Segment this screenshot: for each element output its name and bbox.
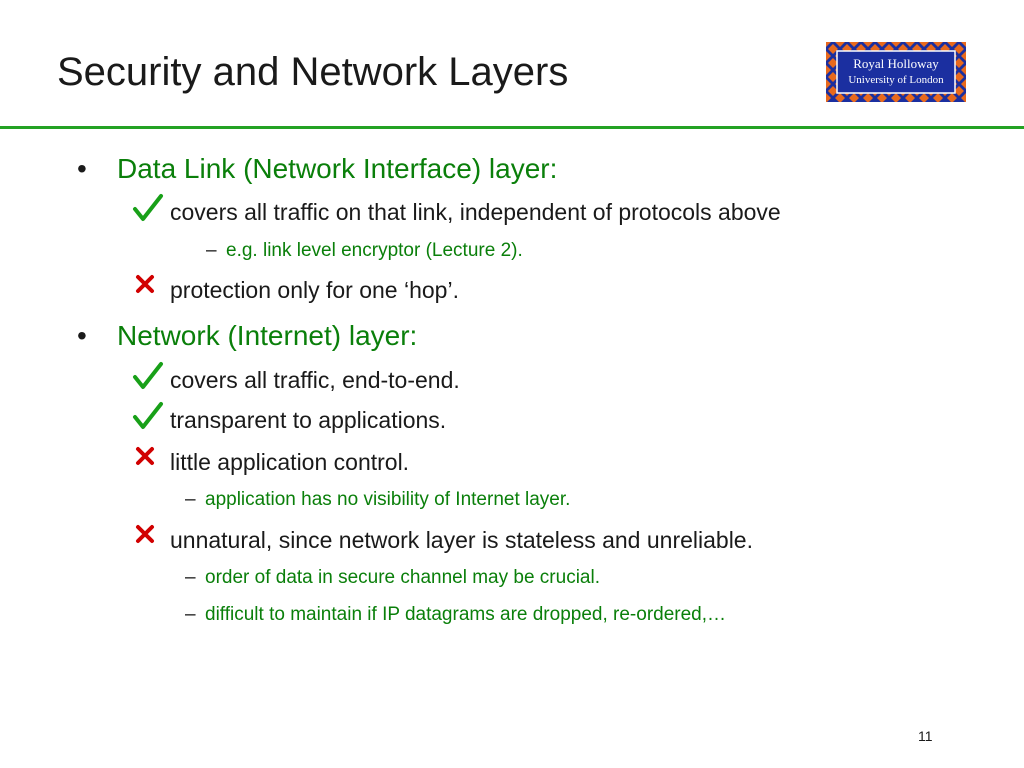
point-little-app-control: little application control. bbox=[136, 447, 409, 476]
subpoint-no-visibility: – application has no visibility of Inter… bbox=[185, 489, 571, 510]
point-unnatural-stateless: unnatural, since network layer is statel… bbox=[136, 525, 753, 554]
point-covers-link-traffic: covers all traffic on that link, indepen… bbox=[133, 194, 781, 226]
logo-line1: Royal Holloway bbox=[853, 56, 939, 71]
cross-icon bbox=[136, 525, 154, 543]
dash-icon: – bbox=[185, 567, 196, 588]
section-heading-network: • Network (Internet) layer: bbox=[77, 320, 418, 351]
subpoint-order-crucial: – order of data in secure channel may be… bbox=[185, 567, 600, 588]
bullet-icon: • bbox=[77, 320, 87, 351]
check-icon bbox=[133, 402, 163, 429]
slide-title: Security and Network Layers bbox=[57, 50, 569, 94]
dash-icon: – bbox=[206, 240, 217, 261]
bullet-icon: • bbox=[77, 153, 87, 184]
section-heading-data-link: • Data Link (Network Interface) layer: bbox=[77, 153, 558, 184]
point-end-to-end: covers all traffic, end-to-end. bbox=[133, 362, 460, 394]
dash-icon: – bbox=[185, 489, 196, 510]
royal-holloway-logo: Royal Holloway University of London bbox=[826, 42, 966, 102]
subpoint-dropped-reordered: – difficult to maintain if IP datagrams … bbox=[185, 604, 727, 625]
page-number: 11 bbox=[918, 728, 933, 744]
point-one-hop-only: protection only for one ‘hop’. bbox=[136, 275, 459, 304]
dash-icon: – bbox=[185, 604, 196, 625]
point-transparent-to-apps: transparent to applications. bbox=[133, 402, 446, 434]
cross-icon bbox=[136, 447, 154, 465]
cross-icon bbox=[136, 275, 154, 293]
check-icon bbox=[133, 362, 163, 389]
subpoint-link-encryptor: – e.g. link level encryptor (Lecture 2). bbox=[206, 240, 523, 261]
check-icon bbox=[133, 194, 163, 221]
logo-line2: University of London bbox=[848, 74, 944, 86]
title-rule bbox=[0, 126, 1024, 129]
